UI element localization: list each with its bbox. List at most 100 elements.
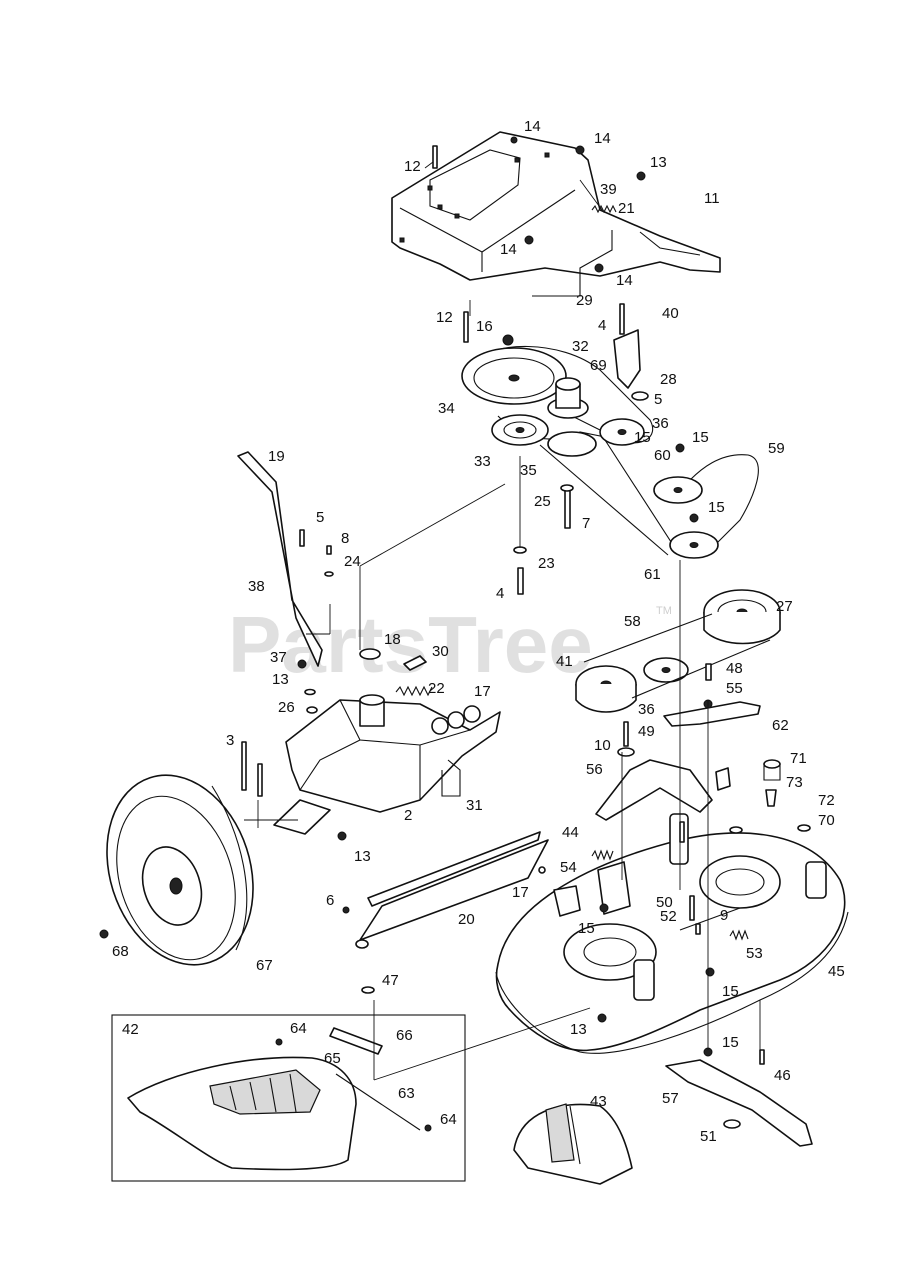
callout-33: 33 — [474, 453, 491, 470]
callout-18: 18 — [384, 631, 401, 648]
callout-15: 15 — [634, 429, 651, 446]
callout-31: 31 — [466, 797, 483, 814]
callout-72: 72 — [818, 792, 835, 809]
callout-labels: 2 3 4 4 5 5 6 7 8 9 10 11 12 12 13 13 13… — [112, 118, 845, 1145]
callout-57: 57 — [662, 1090, 679, 1107]
callout-15: 15 — [708, 499, 725, 516]
discharge-chute — [127, 1027, 432, 1171]
blade-57 — [665, 1059, 813, 1147]
callout-32: 32 — [572, 338, 589, 355]
inset-box — [111, 1014, 466, 1182]
callout-41: 41 — [556, 653, 573, 670]
callout-17: 17 — [512, 884, 529, 901]
callout-5: 5 — [316, 509, 324, 526]
callout-65: 65 — [324, 1050, 341, 1067]
callout-39: 39 — [600, 181, 617, 198]
callout-5: 5 — [654, 391, 662, 408]
callout-21: 21 — [618, 200, 635, 217]
spring-small — [591, 204, 617, 214]
callout-17: 17 — [474, 683, 491, 700]
shift-lever — [237, 451, 334, 696]
callout-13: 13 — [272, 671, 289, 688]
callout-14: 14 — [500, 241, 517, 258]
rear-wheel — [99, 774, 254, 966]
rod-20 — [342, 831, 549, 949]
callout-52: 52 — [660, 908, 677, 925]
callout-64: 64 — [440, 1111, 457, 1128]
bracket-62 — [663, 701, 761, 727]
mulch-plug — [513, 1103, 633, 1185]
leader-lines — [244, 161, 761, 1081]
callout-12: 12 — [436, 309, 453, 326]
callout-3: 3 — [226, 732, 234, 749]
callout-42: 42 — [122, 1021, 139, 1038]
callout-66: 66 — [396, 1027, 413, 1044]
callout-15: 15 — [692, 429, 709, 446]
mower-deck — [495, 813, 849, 1054]
callout-15: 15 — [722, 983, 739, 1000]
callout-24: 24 — [344, 553, 361, 570]
callout-36: 36 — [638, 701, 655, 718]
callout-43: 43 — [590, 1093, 607, 1110]
callout-61: 61 — [644, 566, 661, 583]
bracket-31 — [441, 759, 461, 797]
callout-44: 44 — [562, 824, 579, 841]
linkage-rod — [532, 230, 613, 297]
callout-6: 6 — [326, 892, 334, 909]
callout-13: 13 — [570, 1021, 587, 1038]
callout-68: 68 — [112, 943, 129, 960]
callout-23: 23 — [538, 555, 555, 572]
callout-47: 47 — [382, 972, 399, 989]
callout-13: 13 — [650, 154, 667, 171]
callout-22: 22 — [428, 680, 445, 697]
hardware-deck — [361, 663, 811, 1065]
callout-51: 51 — [700, 1128, 717, 1145]
watermark-text: PartsTree — [228, 600, 593, 689]
callout-58: 58 — [624, 613, 641, 630]
callout-9: 9 — [720, 907, 728, 924]
callout-14: 14 — [616, 272, 633, 289]
callout-69: 69 — [590, 357, 607, 374]
upper-pulley-assembly — [461, 345, 713, 558]
deck-belt — [689, 454, 759, 549]
bolt-3 — [241, 741, 247, 791]
callout-15: 15 — [578, 920, 595, 937]
callout-46: 46 — [774, 1067, 791, 1084]
callout-55: 55 — [726, 680, 743, 697]
callout-50: 50 — [656, 894, 673, 911]
watermark-trademark: TM — [656, 605, 672, 617]
callout-2: 2 — [404, 807, 412, 824]
callout-60: 60 — [654, 447, 671, 464]
callout-36: 36 — [652, 415, 669, 432]
spring-54 — [591, 849, 614, 861]
callout-70: 70 — [818, 812, 835, 829]
callout-27: 27 — [776, 598, 793, 615]
callout-12: 12 — [404, 158, 421, 175]
callout-64: 64 — [290, 1020, 307, 1037]
callout-20: 20 — [458, 911, 475, 928]
callout-67: 67 — [256, 957, 273, 974]
callout-40: 40 — [662, 305, 679, 322]
callout-4: 4 — [598, 317, 606, 334]
callout-25: 25 — [534, 493, 551, 510]
callout-63: 63 — [398, 1085, 415, 1102]
deck-pulley-assembly — [575, 589, 781, 713]
callout-49: 49 — [638, 723, 655, 740]
callout-62: 62 — [772, 717, 789, 734]
pulleys-60-61 — [653, 476, 719, 559]
callout-29: 29 — [576, 292, 593, 309]
callout-38: 38 — [248, 578, 265, 595]
callout-19: 19 — [268, 448, 285, 465]
callout-10: 10 — [594, 737, 611, 754]
frame-chassis — [391, 131, 721, 281]
callout-7: 7 — [582, 515, 590, 532]
callout-48: 48 — [726, 660, 743, 677]
callout-28: 28 — [660, 371, 677, 388]
spring-71 — [763, 759, 781, 781]
spring-53 — [729, 929, 749, 941]
callout-13: 13 — [354, 848, 371, 865]
spring-22 — [395, 685, 433, 697]
callout-30: 30 — [432, 643, 449, 660]
hardware-upper — [432, 136, 699, 595]
